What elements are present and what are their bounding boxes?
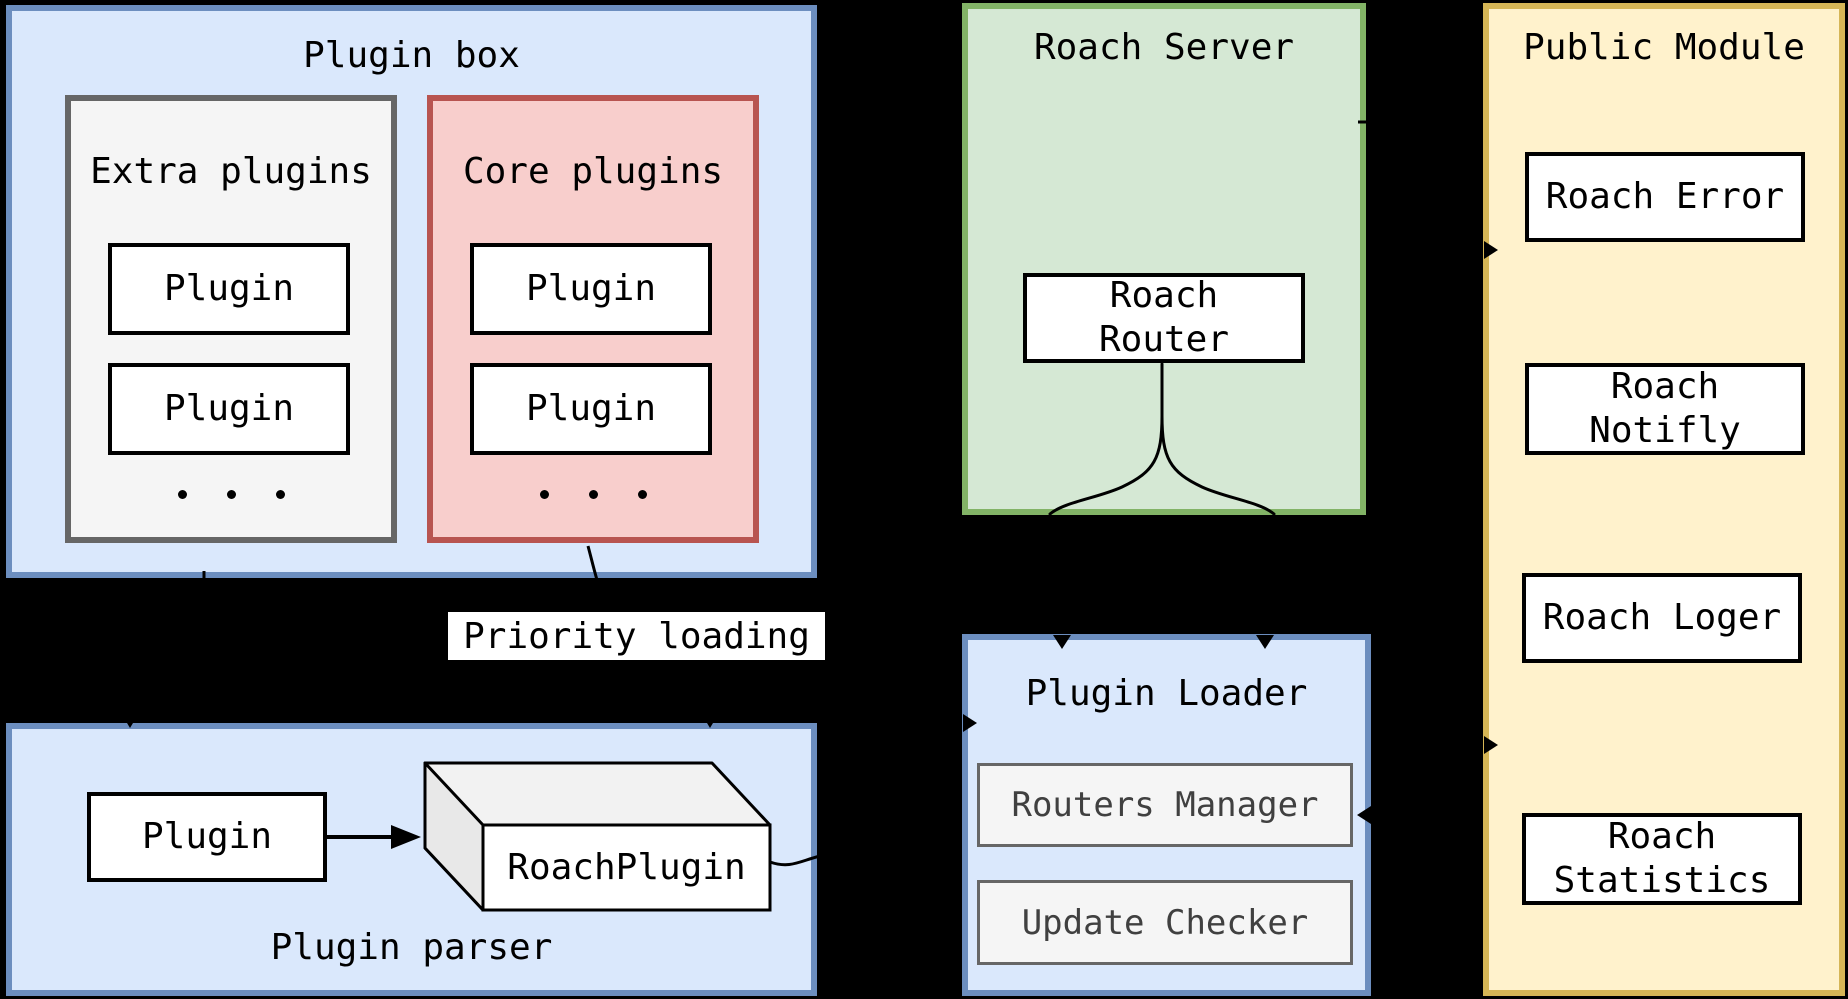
roachplugin-cube-label: RoachPlugin	[507, 847, 746, 888]
update-checker-node: Update Checker	[977, 880, 1353, 965]
core-plugin-node-2: Plugin	[470, 363, 712, 455]
dot-icon	[226, 490, 236, 499]
core-plugin-node-1: Plugin	[470, 243, 712, 335]
dot-icon	[588, 490, 598, 499]
roach-server-container	[962, 3, 1366, 515]
priority-loading-label: Priority loading	[448, 612, 825, 660]
arrowhead-icon	[963, 714, 977, 732]
router-brace-left-curve	[1048, 362, 1164, 516]
extra-plugins-title: Extra plugins	[90, 151, 372, 192]
routers-manager-node: Routers Manager	[977, 763, 1353, 847]
dot-icon	[177, 490, 187, 499]
roach-statistics-node: Roach Statistics	[1522, 813, 1802, 905]
arrowhead-icon	[1484, 241, 1498, 259]
arrowhead-icon	[391, 825, 421, 849]
arrowhead-icon	[1256, 635, 1274, 649]
extra-plugin-node-1: Plugin	[108, 243, 350, 335]
roach-router-node: Roach Router	[1023, 273, 1305, 363]
extra-plugin-node-2: Plugin	[108, 363, 350, 455]
core-ellipsis-dots	[427, 490, 759, 499]
core-plugins-connector	[586, 545, 599, 581]
roach-server-title: Roach Server	[1033, 27, 1295, 68]
plugin-box-title: Plugin box	[303, 35, 520, 76]
roach-error-node: Roach Error	[1525, 152, 1805, 242]
dot-icon	[275, 490, 285, 499]
dot-icon	[539, 490, 549, 499]
parser-plugin-node: Plugin	[87, 792, 327, 882]
plugin-parser-title: Plugin parser	[270, 927, 553, 968]
arrowhead-icon	[121, 713, 139, 728]
core-plugins-title: Core plugins	[462, 151, 724, 192]
roach-plugin-cube	[423, 761, 772, 912]
arrowhead-icon	[1484, 736, 1498, 754]
roach-loger-node: Roach Loger	[1522, 573, 1802, 663]
plugin-loader-title: Plugin Loader	[1025, 673, 1308, 714]
roachplugin-connector	[769, 854, 821, 867]
dot-icon	[637, 490, 647, 499]
extra-ellipsis-dots	[65, 490, 397, 499]
roach-notifly-node: Roach Notifly	[1525, 363, 1805, 455]
arrowhead-icon	[701, 713, 719, 728]
arrowhead-icon	[1357, 806, 1371, 824]
router-brace-right-curve	[1160, 414, 1276, 516]
public-module-title: Public Module	[1523, 27, 1805, 68]
arrowhead-icon	[1053, 635, 1071, 649]
